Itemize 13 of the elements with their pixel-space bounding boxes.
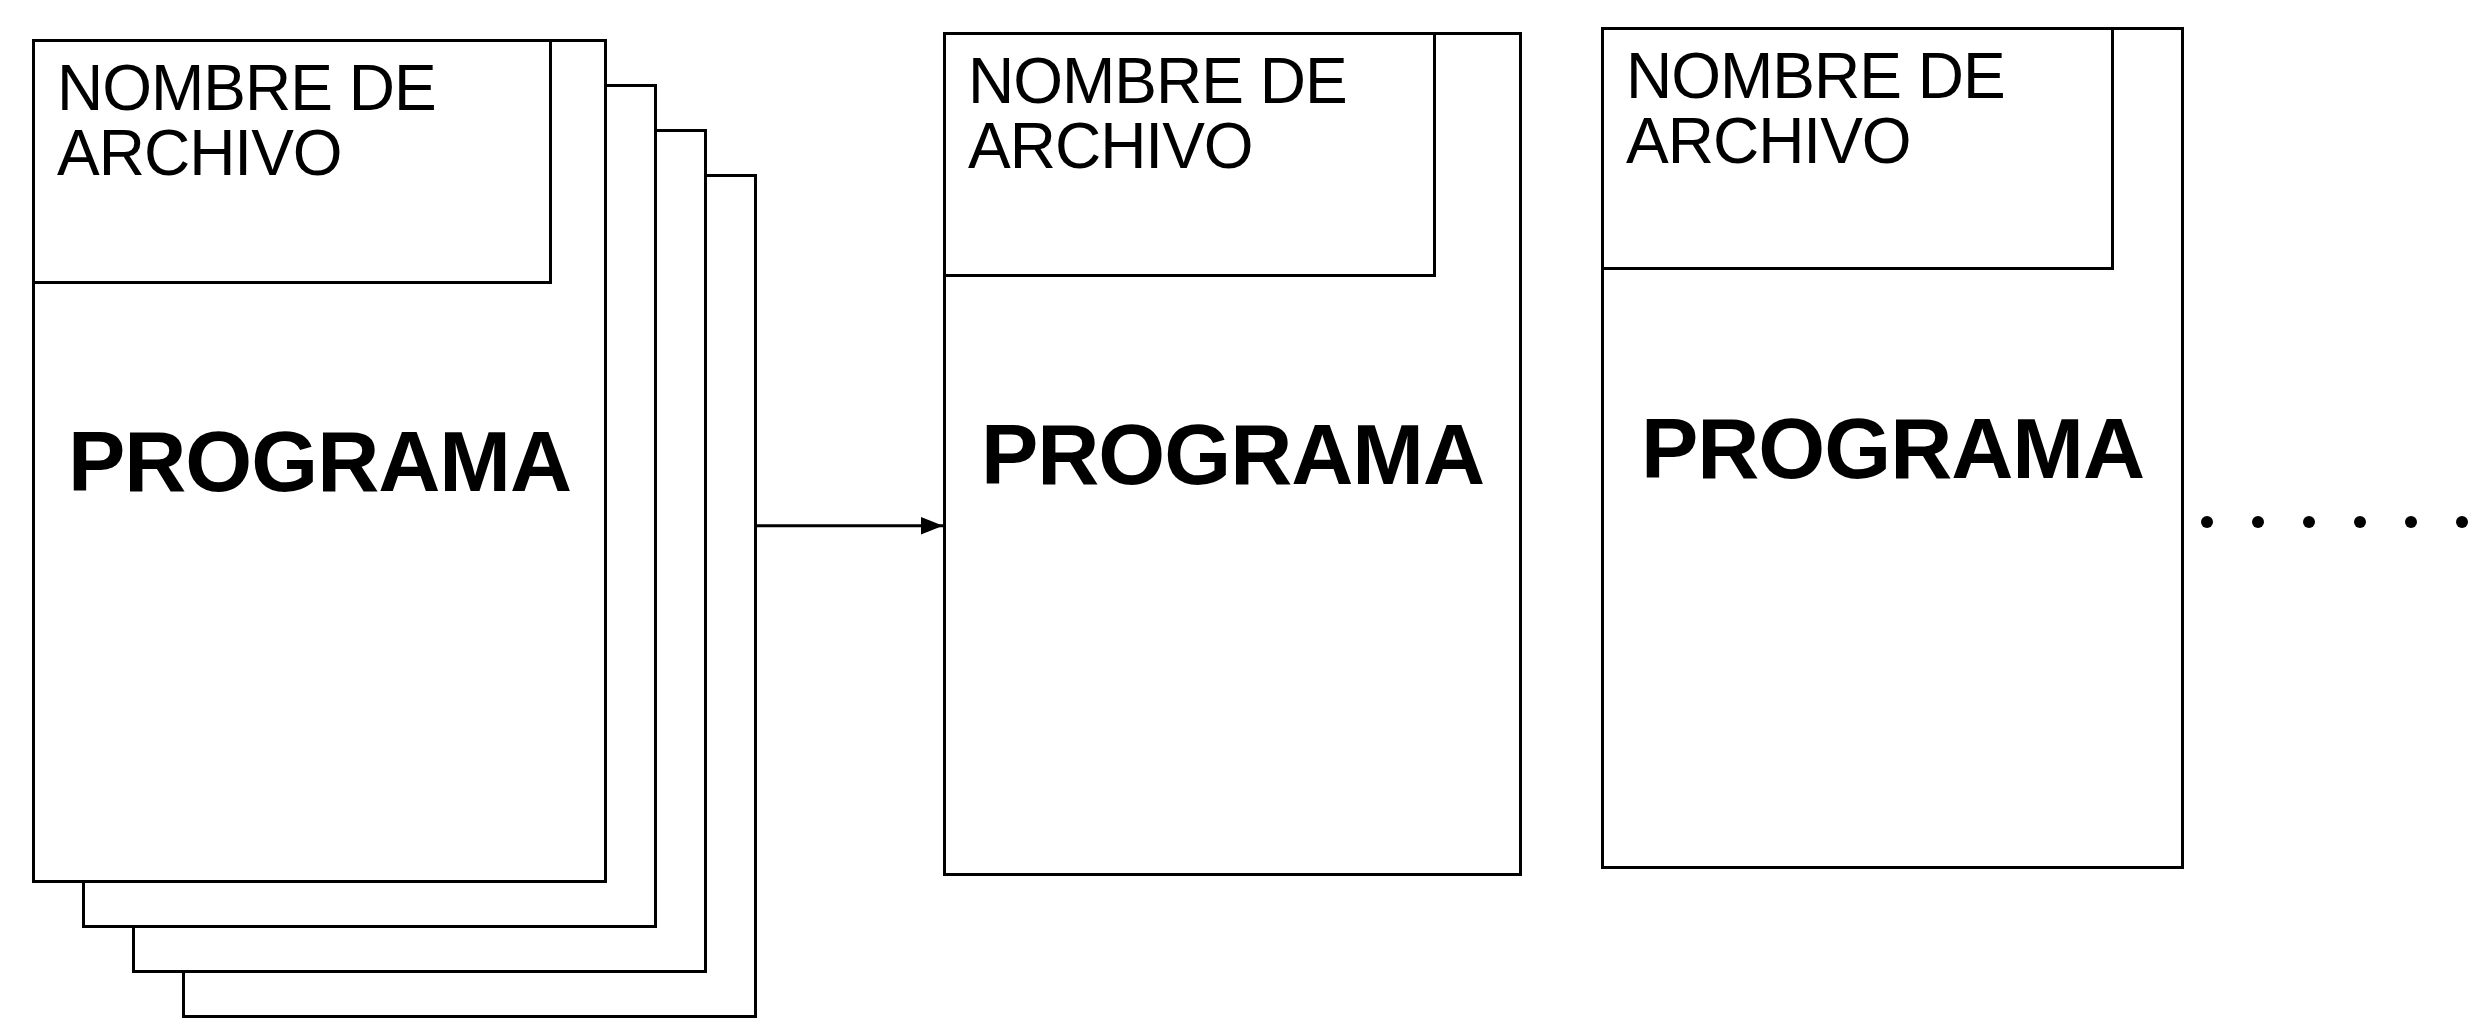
- header-box: [1601, 27, 2114, 270]
- file-name-label: NOMBRE DE ARCHIVO: [1626, 44, 2006, 175]
- file-name-label: NOMBRE DE ARCHIVO: [968, 49, 1348, 180]
- program-label: PROGRAMA: [1640, 398, 2145, 498]
- document-box: [1601, 27, 2184, 869]
- arrow: [757, 516, 943, 535]
- program-label: PROGRAMA: [980, 404, 1485, 504]
- document-stack: [32, 39, 757, 1018]
- file-name-label: NOMBRE DE ARCHIVO: [57, 56, 437, 187]
- header-box: [32, 39, 552, 284]
- program-label: PROGRAMA: [67, 411, 572, 511]
- header-box: [943, 32, 1436, 277]
- document-box: [943, 32, 1522, 876]
